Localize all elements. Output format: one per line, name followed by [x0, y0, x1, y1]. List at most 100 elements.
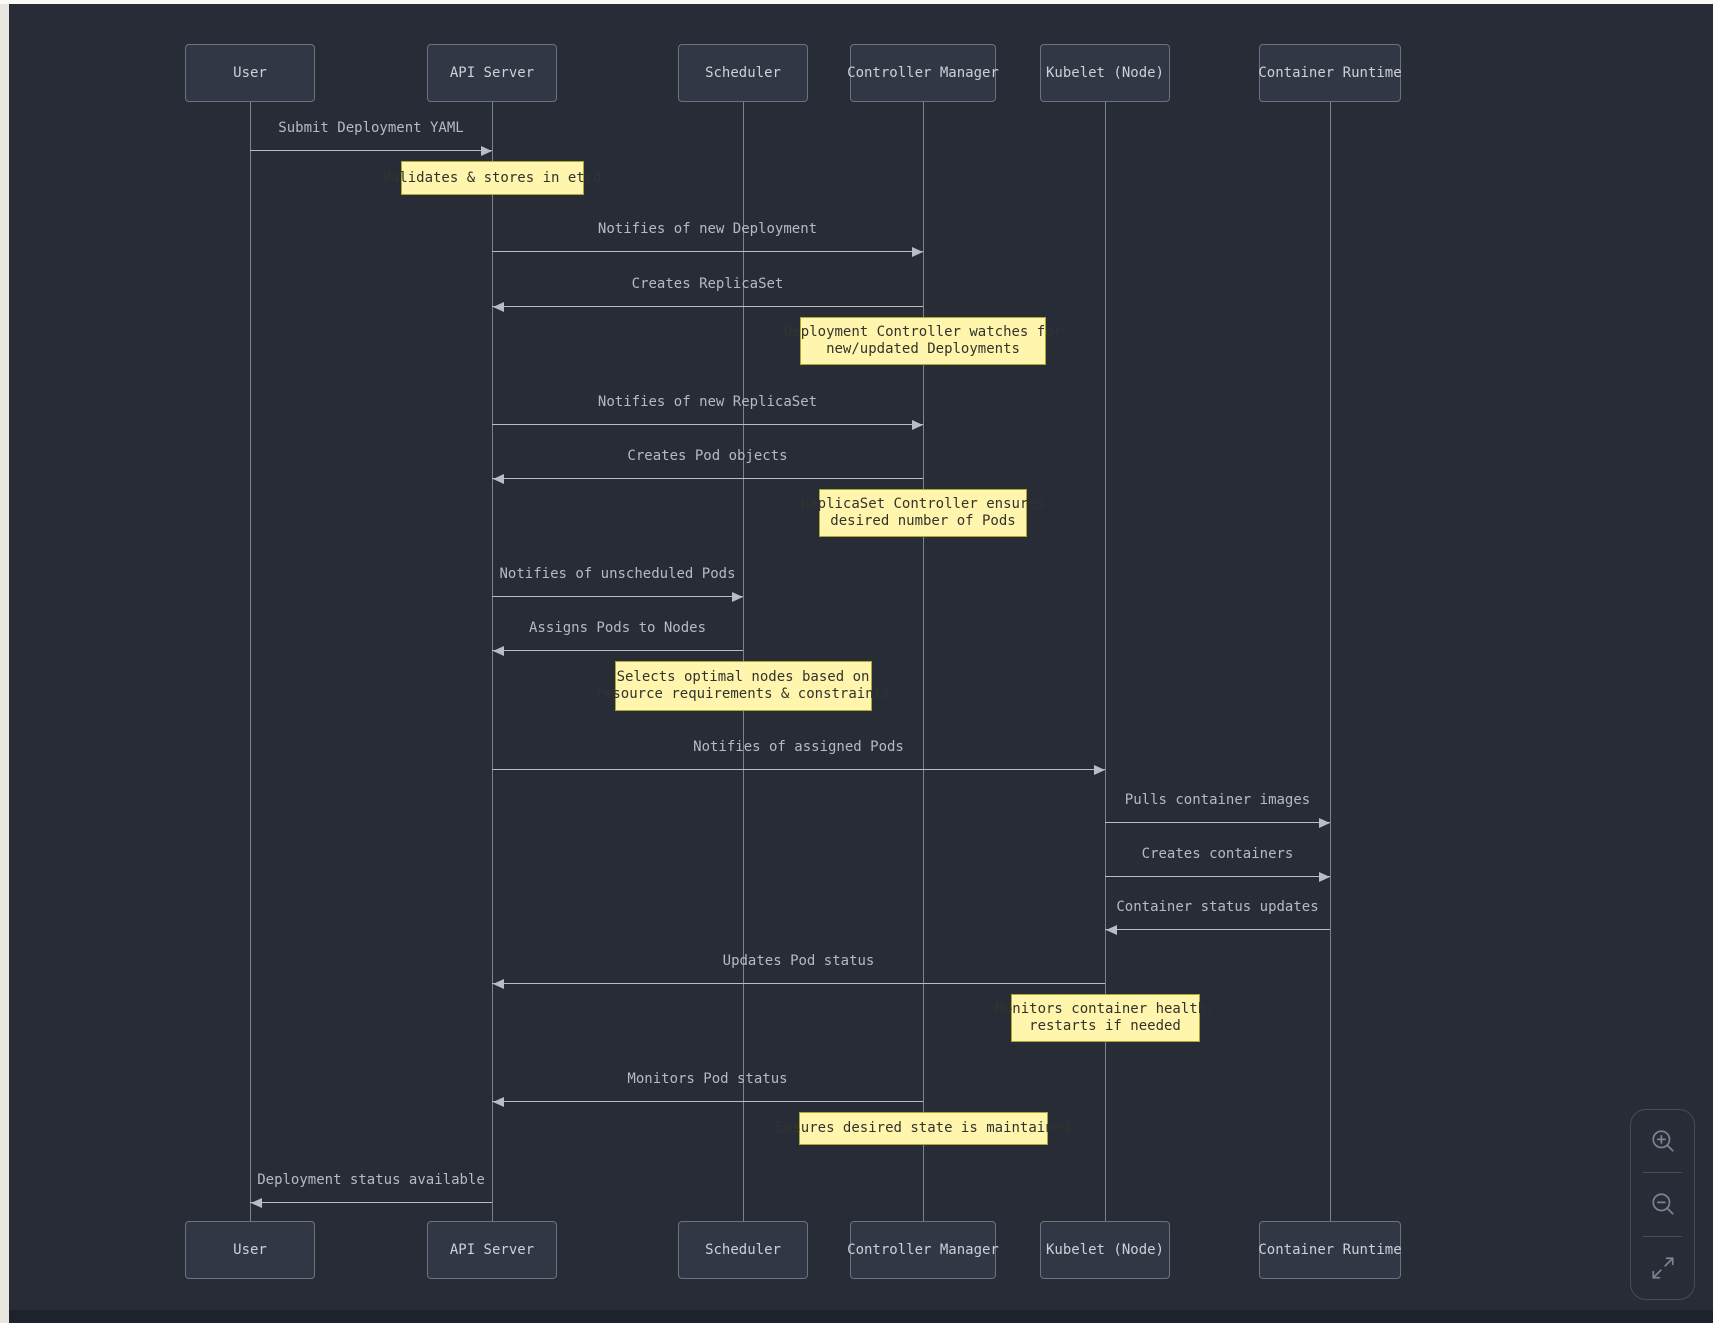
message-line	[1105, 876, 1330, 877]
actor-box-user-bottom: User	[185, 1221, 315, 1279]
zoom-in-icon	[1651, 1130, 1674, 1152]
arrowhead-icon	[1106, 925, 1117, 935]
message-label: Creates ReplicaSet	[631, 276, 784, 292]
message-label: Notifies of new ReplicaSet	[597, 394, 818, 410]
message-label: Pulls container images	[1124, 792, 1311, 808]
message-line	[492, 306, 923, 307]
note-text: desired number of Pods	[830, 513, 1016, 529]
actor-box-kubelet-node-top: Kubelet (Node)	[1040, 44, 1170, 102]
message-line	[492, 251, 923, 252]
message-line	[250, 1202, 492, 1203]
window-edge-top	[0, 0, 1713, 4]
note-text: ReplicaSet Controller ensures	[800, 496, 1046, 512]
actor-box-controller-manager-top: Controller Manager	[847, 44, 999, 102]
actor-label: User	[233, 1242, 267, 1258]
actor-label: User	[233, 65, 267, 81]
message-line	[492, 983, 1105, 984]
actor-box-scheduler-top: Scheduler	[678, 44, 808, 102]
actor-label: Controller Manager	[847, 65, 999, 81]
zoom-controls	[1630, 1109, 1695, 1300]
message-label: Submit Deployment YAML	[278, 120, 464, 136]
message-line	[250, 150, 492, 151]
actor-label: Kubelet (Node)	[1045, 1242, 1164, 1258]
note-text: Validates & stores in etcd	[382, 169, 602, 186]
arrowhead-icon	[493, 302, 504, 312]
actor-box-api-server-top: API Server	[427, 44, 557, 102]
message-line	[492, 769, 1105, 770]
message-line	[1105, 822, 1330, 823]
actor-box-container-runtime-top: Container Runtime	[1258, 44, 1402, 102]
note-text: resource requirements & constraints	[595, 686, 891, 702]
message-line	[492, 596, 743, 597]
actor-label: API Server	[449, 1242, 535, 1258]
note: Ensures desired state is maintained	[776, 1112, 1071, 1145]
note-text: new/updated Deployments	[826, 341, 1020, 357]
arrowhead-icon	[493, 979, 504, 989]
actor-box-container-runtime-bottom: Container Runtime	[1258, 1221, 1402, 1279]
actor-label: Kubelet (Node)	[1045, 65, 1164, 81]
arrowhead-icon	[1319, 872, 1330, 882]
lifeline-container-runtime	[1330, 102, 1331, 1221]
lifeline-api-server	[492, 102, 493, 1221]
window-edge-left	[0, 0, 9, 1323]
note-text: Deployment Controller watches for	[783, 324, 1063, 340]
message-label: Updates Pod status	[722, 953, 875, 969]
note: Monitors container health,restarts if ne…	[995, 994, 1215, 1042]
lifeline-user	[250, 102, 251, 1221]
note-text: restarts if needed	[1029, 1018, 1181, 1034]
actor-label: API Server	[449, 65, 535, 81]
arrowhead-icon	[732, 592, 743, 602]
note: Validates & stores in etcd	[382, 161, 602, 195]
arrowhead-icon	[481, 146, 492, 156]
arrowhead-icon	[493, 474, 504, 484]
message-line	[492, 478, 923, 479]
message-label: Monitors Pod status	[627, 1071, 788, 1087]
message-label: Notifies of assigned Pods	[693, 739, 904, 755]
zoom-out-icon	[1651, 1193, 1674, 1216]
note-text: Ensures desired state is maintained	[775, 1120, 1071, 1136]
message-label: Notifies of new Deployment	[597, 221, 818, 237]
note-text: Selects optimal nodes based on	[616, 669, 870, 685]
message-label: Assigns Pods to Nodes	[528, 620, 707, 636]
arrowhead-icon	[912, 247, 923, 257]
actor-box-api-server-bottom: API Server	[427, 1221, 557, 1279]
fullscreen-button[interactable]	[1631, 1237, 1694, 1299]
message-label: Creates containers	[1141, 846, 1294, 862]
lifeline-controller-manager	[923, 102, 924, 1221]
fullscreen-icon	[1651, 1257, 1674, 1279]
actor-box-kubelet-node-bottom: Kubelet (Node)	[1040, 1221, 1170, 1279]
arrowhead-icon	[251, 1198, 262, 1208]
actor-label: Scheduler	[705, 1242, 781, 1258]
arrowhead-icon	[912, 420, 923, 430]
divider	[1643, 1172, 1682, 1174]
actor-box-controller-manager-bottom: Controller Manager	[847, 1221, 999, 1279]
window-edge-bottom	[9, 1310, 1713, 1323]
message-label: Container status updates	[1116, 899, 1319, 915]
actor-label: Container Runtime	[1258, 65, 1402, 81]
divider	[1643, 1235, 1682, 1237]
actor-label: Scheduler	[705, 65, 781, 81]
arrowhead-icon	[1094, 765, 1105, 775]
zoom-out-button[interactable]	[1631, 1173, 1694, 1235]
arrowhead-icon	[493, 646, 504, 656]
actor-label: Container Runtime	[1258, 1242, 1402, 1258]
message-line	[492, 424, 923, 425]
arrowhead-icon	[493, 1097, 504, 1107]
actor-box-user-top: User	[185, 44, 315, 102]
zoom-in-button[interactable]	[1631, 1110, 1694, 1172]
actor-box-scheduler-bottom: Scheduler	[678, 1221, 808, 1279]
message-line	[492, 650, 743, 651]
arrowhead-icon	[1319, 818, 1330, 828]
message-label: Deployment status available	[257, 1172, 485, 1188]
message-line	[492, 1101, 923, 1102]
lifeline-kubelet-node	[1105, 102, 1106, 1221]
message-label: Creates Pod objects	[627, 448, 788, 464]
message-label: Notifies of unscheduled Pods	[499, 566, 736, 582]
message-line	[1105, 929, 1330, 930]
note-text: Monitors container health,	[995, 1001, 1215, 1017]
